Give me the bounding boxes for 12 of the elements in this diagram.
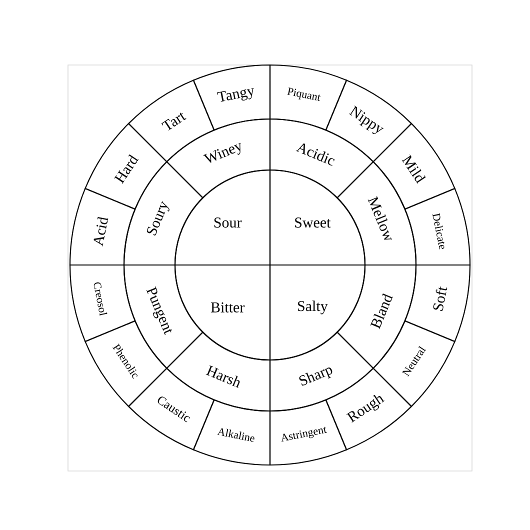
wheel-segment: Creosol [69, 264, 136, 342]
wheel-segment: Salty [269, 264, 366, 361]
wheel-segment: Delicate [404, 188, 471, 266]
node-label: Sour [214, 218, 242, 228]
wheel-segment: Astringent [269, 399, 348, 466]
wheel-segment: Tangy [192, 64, 271, 131]
wheel-segment: Bitter [174, 264, 271, 361]
wheel-segment: Piquant [269, 64, 348, 131]
wheel-segment: Acid [69, 188, 136, 266]
wheel-segment: Soft [404, 264, 471, 342]
wheel-segment: Sweet [269, 169, 366, 266]
wheel-segment: Alkaline [192, 399, 271, 466]
